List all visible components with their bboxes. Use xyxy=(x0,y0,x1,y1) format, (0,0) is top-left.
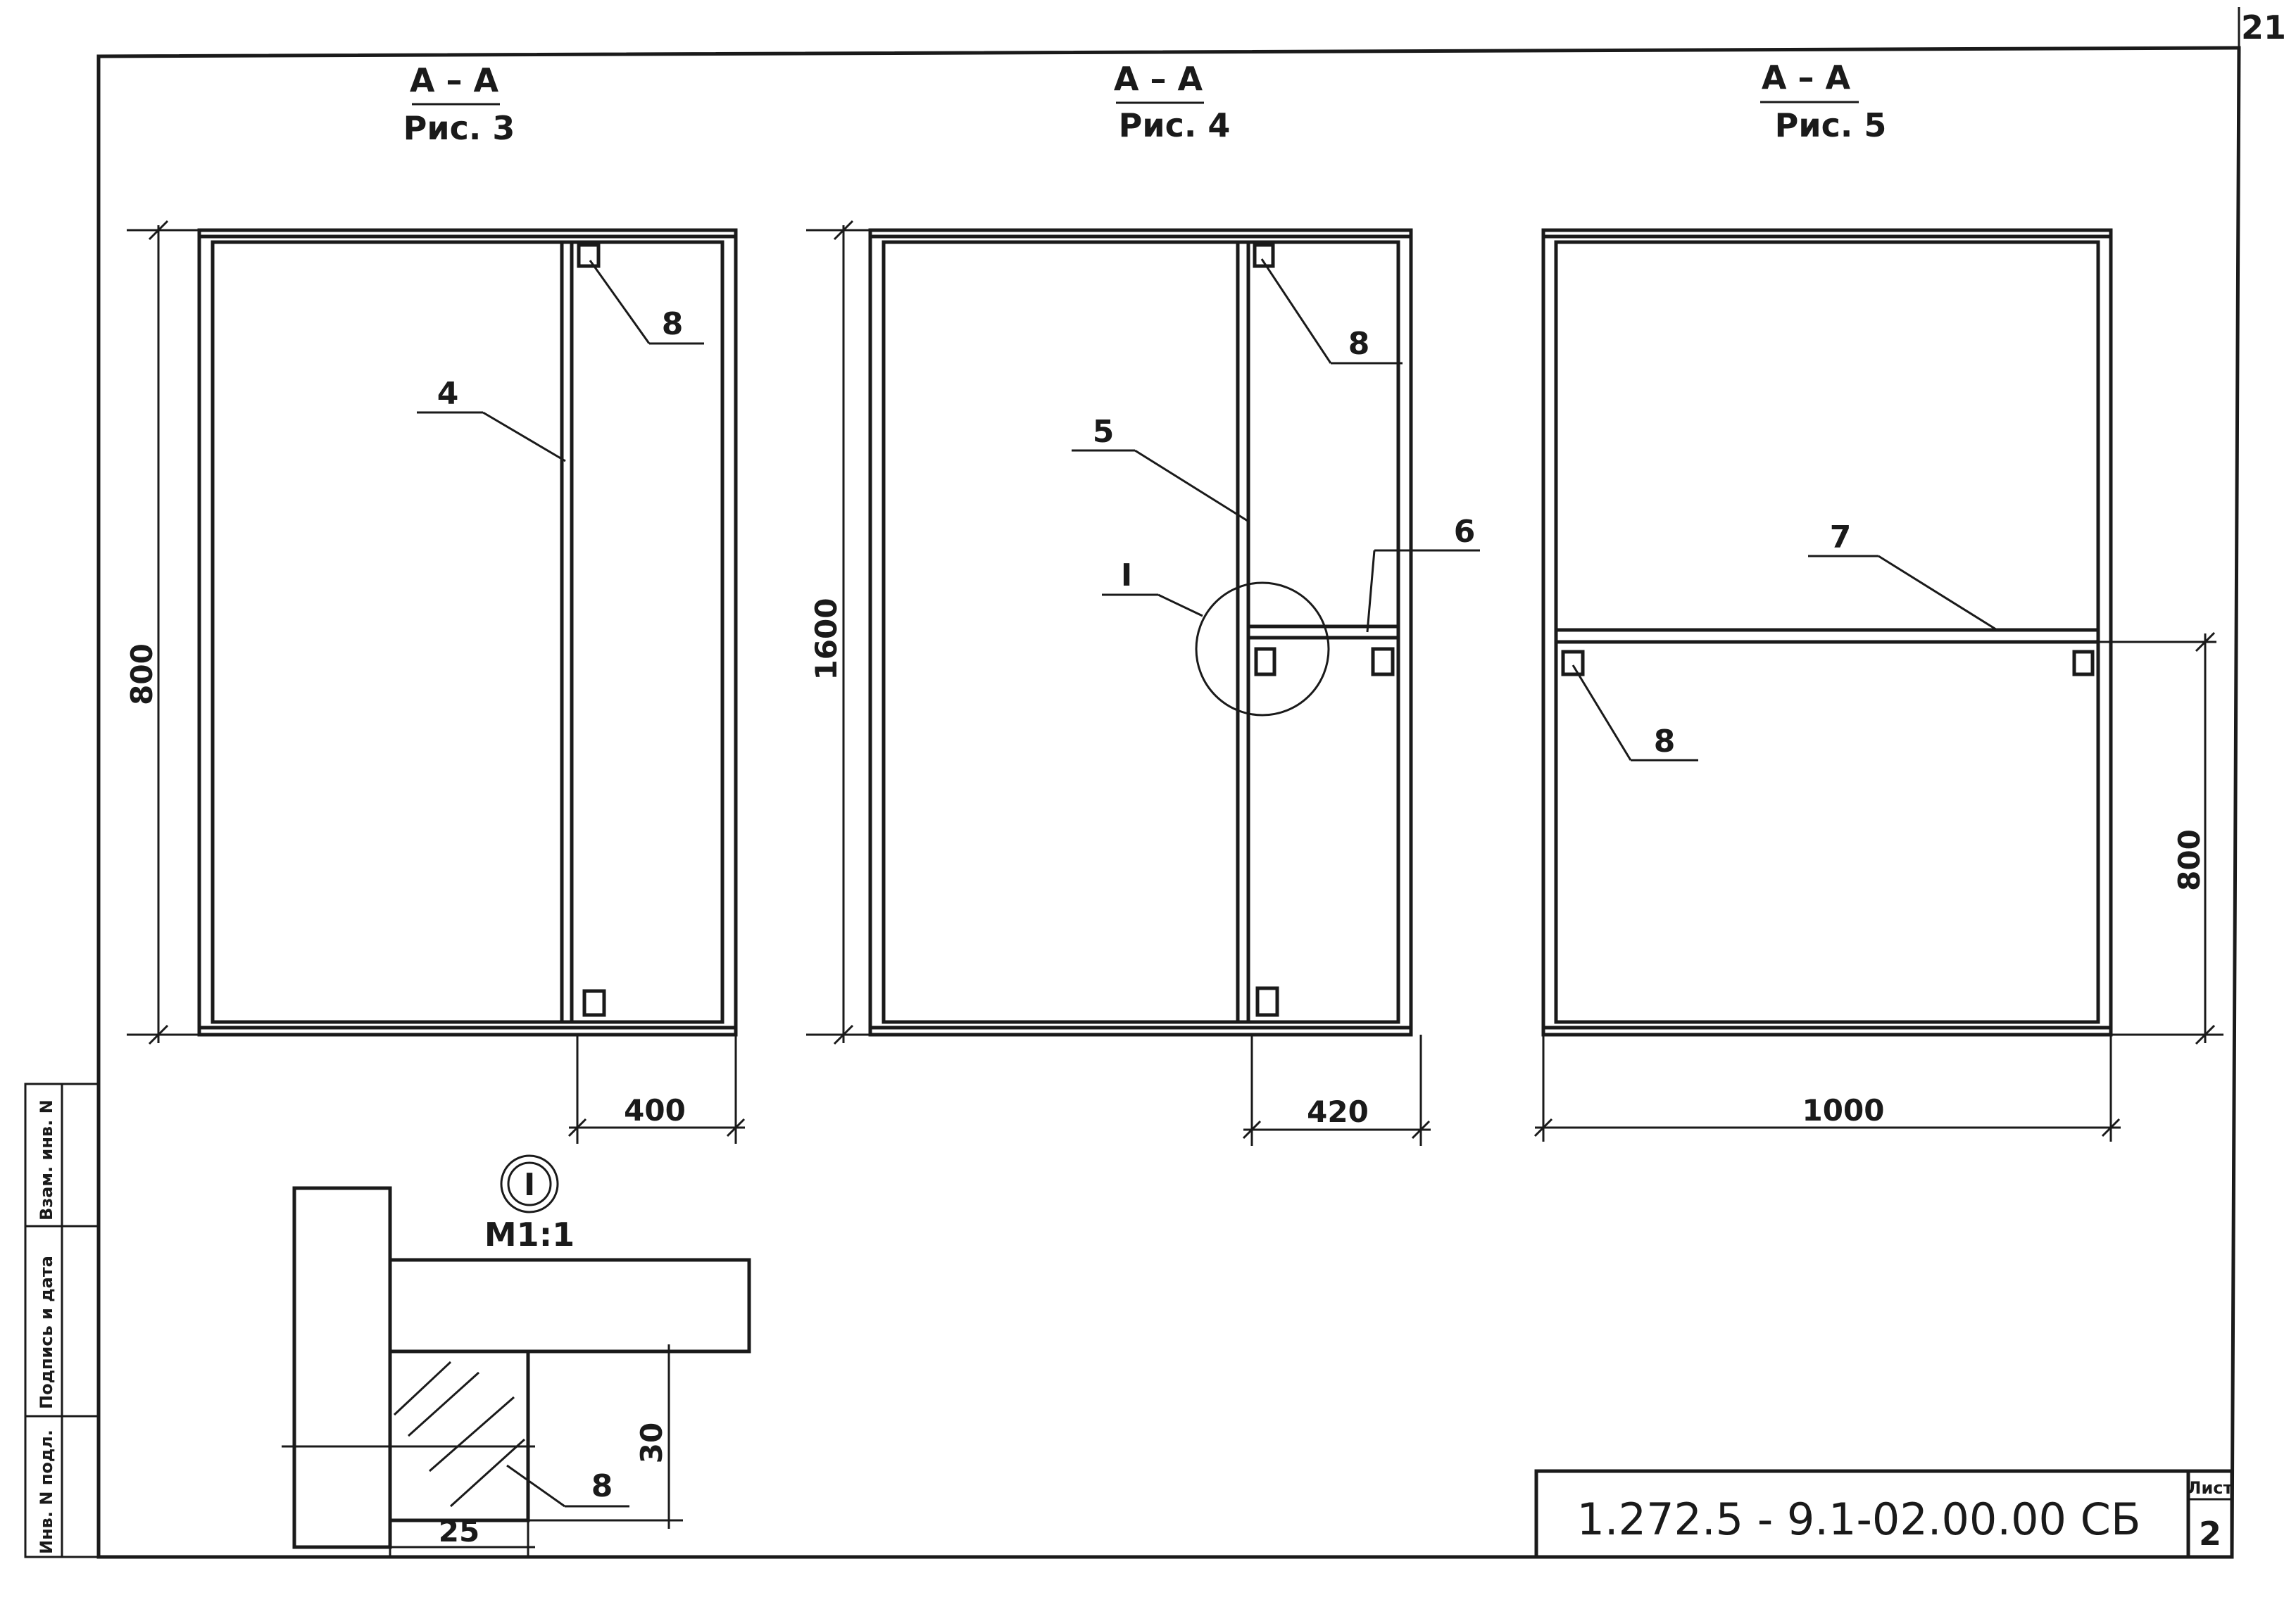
section-heading-fig3: А – А Рис. 3 xyxy=(403,61,515,147)
corner-block-8 xyxy=(1561,650,1585,676)
dim-height-fig5: 800 xyxy=(2172,829,2207,891)
corner-block-8 xyxy=(2072,650,2095,676)
section-subtitle: Рис. 3 xyxy=(403,109,515,147)
section-title: А – А xyxy=(1762,58,1851,96)
dim-width-fig5: 1000 xyxy=(1802,1093,1885,1128)
sheet-border xyxy=(96,46,2241,1559)
figure-3-section: 4 8 800 400 xyxy=(125,220,746,1144)
frame-inner xyxy=(211,240,724,1024)
detail-I: I М1:1 8 30 25 xyxy=(282,1154,751,1556)
detail-horizontal-member xyxy=(388,1258,751,1354)
frame-inner xyxy=(882,240,1400,1024)
dim-width-fig4: 420 xyxy=(1307,1095,1369,1129)
drawing-code: 1.272.5 - 9.1-02.00.00 СБ xyxy=(1576,1494,2140,1545)
sheet-number: 2 xyxy=(2199,1515,2221,1553)
corner-block-8 xyxy=(582,989,606,1017)
detail-marker: I xyxy=(524,1167,535,1203)
corner-block-8 xyxy=(577,243,601,268)
section-heading-fig5: А – А Рис. 5 xyxy=(1760,58,1886,144)
corner-block-8 xyxy=(1255,986,1279,1017)
detail-dim-height: 30 xyxy=(634,1423,669,1463)
stamp-inv-podl: Инв. N подл. xyxy=(37,1430,56,1554)
callout-7: 7 xyxy=(1830,519,1852,555)
detail-callout-8: 8 xyxy=(591,1468,613,1504)
detail-block-8 xyxy=(388,1349,530,1522)
callout-4: 4 xyxy=(437,376,459,412)
section-subtitle: Рис. 5 xyxy=(1775,106,1887,144)
section-title: А – А xyxy=(1114,60,1203,98)
dim-height-fig4: 1600 xyxy=(809,598,843,681)
detail-vertical-member xyxy=(292,1186,392,1549)
section-heading-fig4: А – А Рис. 4 xyxy=(1114,60,1230,144)
stamp-signature-date: Подпись и дата xyxy=(37,1256,56,1409)
figure-4-section: I 5 6 8 1600 420 xyxy=(806,220,1480,1146)
corner-block-8 xyxy=(1254,647,1276,676)
callout-5: 5 xyxy=(1093,414,1115,450)
sheet-label: Лист xyxy=(2188,1478,2233,1498)
title-block-frame xyxy=(1534,1469,2234,1559)
corner-block-8 xyxy=(1371,647,1395,676)
callout-I: I xyxy=(1121,557,1132,593)
callout-6: 6 xyxy=(1454,514,1476,550)
frame-outer xyxy=(197,228,738,1037)
figure-5-section: 7 8 800 1000 xyxy=(1533,228,2223,1142)
side-stamp: Инв. N подл. Подпись и дата Взам. инв. N xyxy=(24,1083,100,1558)
detail-circle-I xyxy=(1195,581,1330,717)
detail-marker-circle xyxy=(500,1154,559,1213)
frame-inner xyxy=(1554,240,2100,1024)
dim-height-fig3: 800 xyxy=(125,643,159,705)
section-subtitle: Рис. 4 xyxy=(1119,106,1231,144)
corner-block-8 xyxy=(1253,243,1275,268)
callout-8: 8 xyxy=(662,306,684,342)
detail-dim-width: 25 xyxy=(439,1514,479,1549)
dim-width-fig3: 400 xyxy=(624,1093,686,1128)
section-title: А – А xyxy=(410,61,499,99)
frame-outer xyxy=(868,228,1413,1037)
detail-scale: М1:1 xyxy=(484,1216,575,1254)
stamp-vzam-inv: Взам. инв. N xyxy=(37,1099,56,1221)
page-number: 21 xyxy=(2241,8,2286,46)
frame-outer xyxy=(1541,228,2113,1037)
callout-8: 8 xyxy=(1654,724,1676,759)
callout-8: 8 xyxy=(1348,326,1370,362)
title-block: 1.272.5 - 9.1-02.00.00 СБ Лист 2 xyxy=(1534,1469,2234,1559)
